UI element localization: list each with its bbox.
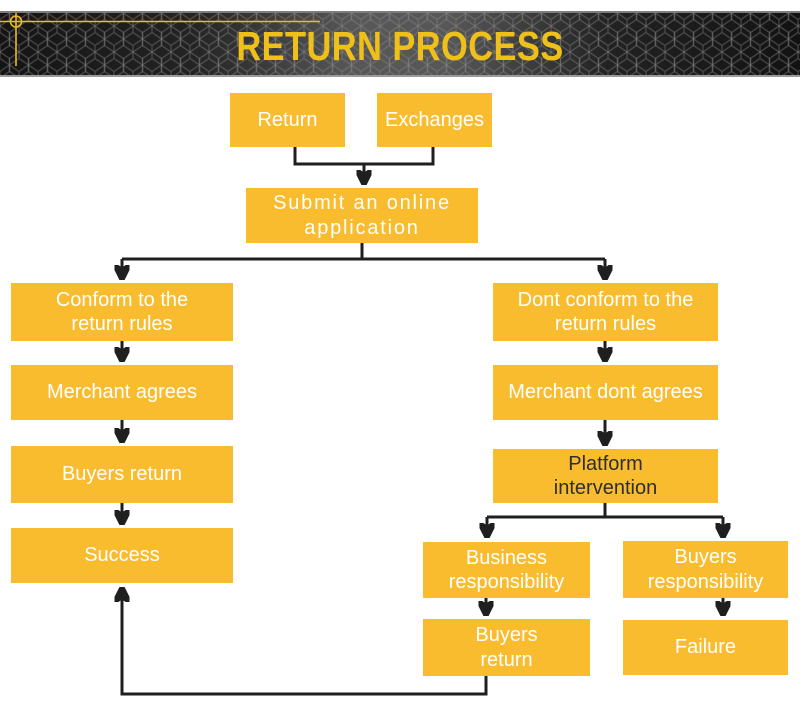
node-buyers-return: Buyers return	[11, 446, 233, 503]
banner-hex-pattern	[0, 13, 800, 75]
connector-merge-bracket	[293, 147, 435, 166]
header-banner: RETURN PROCESS	[0, 11, 800, 77]
node-submit-online-application: Submit an online application	[246, 188, 478, 243]
node-platform-intervention: Platform intervention	[493, 449, 718, 503]
page-title: RETURN PROCESS	[236, 23, 564, 69]
node-merchant-agrees: Merchant agrees	[11, 365, 233, 420]
node-success: Success	[11, 528, 233, 583]
node-merchant-dont-agrees: Merchant dont agrees	[493, 365, 718, 420]
banner-background	[0, 13, 800, 75]
node-business-responsibility: Business responsibility	[423, 542, 590, 598]
connector-platform-bracket	[487, 503, 723, 519]
node-failure: Failure	[623, 620, 788, 675]
node-conform-to-return-rules: Conform to the return rules	[11, 283, 233, 341]
node-exchanges: Exchanges	[377, 93, 492, 147]
node-dont-conform-to-return-rules: Dont conform to the return rules	[493, 283, 718, 341]
node-buyers-return-bottom: Buyers return	[423, 619, 590, 676]
node-buyers-responsibility: Buyers responsibility	[623, 541, 788, 598]
node-return: Return	[230, 93, 345, 147]
crosshair-icon	[0, 13, 320, 66]
connector-split-bracket	[122, 243, 605, 261]
